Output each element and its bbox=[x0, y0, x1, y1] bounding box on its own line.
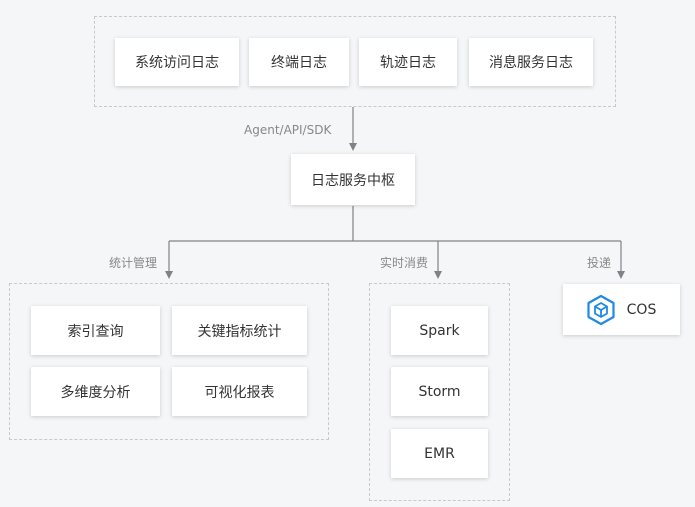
realtime-group bbox=[369, 283, 510, 501]
realtime-spark[interactable]: Spark bbox=[391, 306, 488, 355]
analysis-branch-label: 统计管理 bbox=[109, 256, 158, 270]
realtime-emr[interactable]: EMR bbox=[391, 429, 488, 478]
realtime-branch-label: 实时消费 bbox=[380, 256, 429, 270]
analysis-multi-dimension[interactable]: 多维度分析 bbox=[31, 367, 160, 416]
analysis-key-metrics[interactable]: 关键指标统计 bbox=[172, 306, 307, 355]
realtime-label: EMR bbox=[424, 445, 455, 462]
analysis-index-query[interactable]: 索引查询 bbox=[31, 306, 160, 355]
source-system-access-log[interactable]: 系统访问日志 bbox=[115, 38, 239, 86]
analysis-label: 关键指标统计 bbox=[197, 323, 282, 340]
analysis-label: 可视化报表 bbox=[204, 384, 275, 401]
log-service-hub[interactable]: 日志服务中枢 bbox=[291, 154, 415, 205]
source-label: 轨迹日志 bbox=[380, 55, 436, 71]
source-trajectory-log[interactable]: 轨迹日志 bbox=[359, 38, 457, 86]
analysis-label: 索引查询 bbox=[67, 323, 124, 340]
analysis-visual-report[interactable]: 可视化报表 bbox=[172, 367, 307, 416]
delivery-branch-label: 投递 bbox=[587, 256, 612, 270]
ingest-label: Agent/API/SDK bbox=[244, 123, 332, 137]
realtime-storm[interactable]: Storm bbox=[391, 367, 488, 416]
cube-icon bbox=[587, 294, 615, 325]
analysis-label: 多维度分析 bbox=[60, 384, 131, 401]
source-label: 终端日志 bbox=[271, 55, 327, 71]
delivery-cos[interactable]: COS bbox=[563, 284, 680, 335]
realtime-label: Storm bbox=[418, 383, 461, 400]
realtime-label: Spark bbox=[419, 322, 460, 339]
source-label: 消息服务日志 bbox=[489, 55, 573, 71]
log-sources-group bbox=[94, 16, 616, 107]
hub-label: 日志服务中枢 bbox=[311, 172, 395, 189]
source-message-service-log[interactable]: 消息服务日志 bbox=[469, 38, 593, 86]
cos-label: COS bbox=[626, 301, 657, 318]
analysis-group bbox=[9, 283, 329, 440]
source-terminal-log[interactable]: 终端日志 bbox=[249, 38, 349, 86]
source-label: 系统访问日志 bbox=[135, 55, 219, 71]
